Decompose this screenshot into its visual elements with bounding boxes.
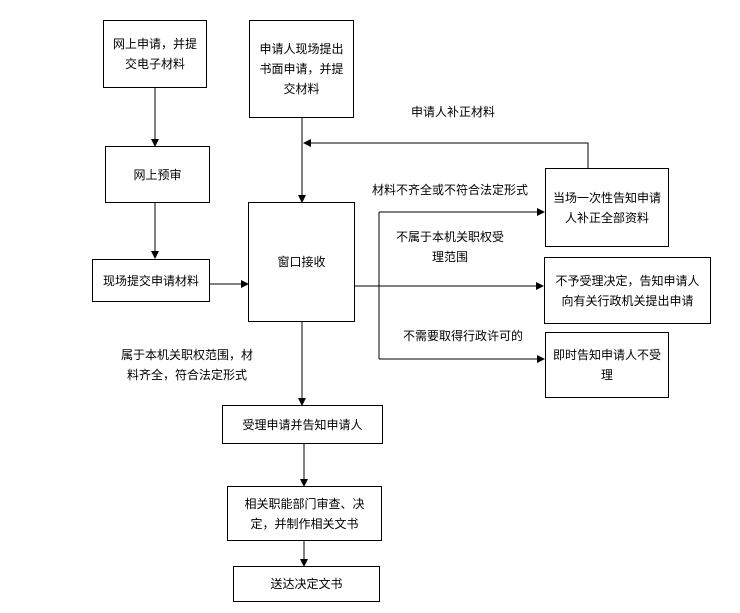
box-accept-notify-text: 受理申请并告知申请人	[242, 417, 363, 432]
box-onsite-submit-text: 现场提交申请材料	[102, 273, 199, 288]
box-accept-notify: 受理申请并告知申请人	[222, 405, 383, 444]
box-online-pretrial: 网上预审	[105, 146, 210, 203]
label-supplement: 申请人补正材料	[411, 105, 496, 119]
box-notify-immediately-text: 即时告知申请人不受理	[552, 348, 661, 382]
arrow-supplement-loop	[303, 139, 589, 168]
label-in-scope: 属于本机关职权范围，材料齐全，符合法定形式	[120, 348, 253, 382]
box-online-apply-text: 网上申请，并提交电子材料	[112, 37, 197, 71]
box-not-accept-text: 不予受理决定，告知申请人向有关行政机关提出申请	[555, 273, 700, 308]
box-review-decide: 相关职能部门审查、决定，并制作相关文书	[227, 486, 382, 541]
box-onsite-submit: 现场提交申请材料	[92, 259, 210, 302]
box-online-pretrial-text: 网上预审	[133, 167, 182, 182]
box-notify-once: 当场一次性告知申请人补正全部资料	[545, 168, 669, 247]
box-deliver-text: 送达决定文书	[270, 577, 343, 591]
label-out-of-scope: 不属于本机关职权受理范围	[395, 230, 504, 264]
box-online-apply: 网上申请，并提交电子材料	[103, 20, 207, 88]
box-notify-once-text: 当场一次性告知申请人补正全部资料	[552, 190, 661, 225]
box-deliver: 送达决定文书	[233, 566, 380, 602]
box-onsite-apply-text: 申请人现场提出书面申请，并提交材料	[259, 42, 344, 96]
box-window-receive: 窗口接收	[248, 202, 355, 322]
label-incomplete: 材料不齐全或不符合法定形式	[372, 183, 529, 197]
label-no-permit-needed: 不需要取得行政许可的	[403, 329, 524, 343]
box-not-accept: 不予受理决定，告知申请人向有关行政机关提出申请	[544, 257, 711, 324]
box-notify-immediately: 即时告知申请人不受理	[545, 332, 669, 398]
box-review-decide-text: 相关职能部门审查、决定，并制作相关文书	[244, 496, 365, 531]
box-window-receive-text: 窗口接收	[277, 255, 326, 269]
box-onsite-apply: 申请人现场提出书面申请，并提交材料	[249, 20, 354, 118]
